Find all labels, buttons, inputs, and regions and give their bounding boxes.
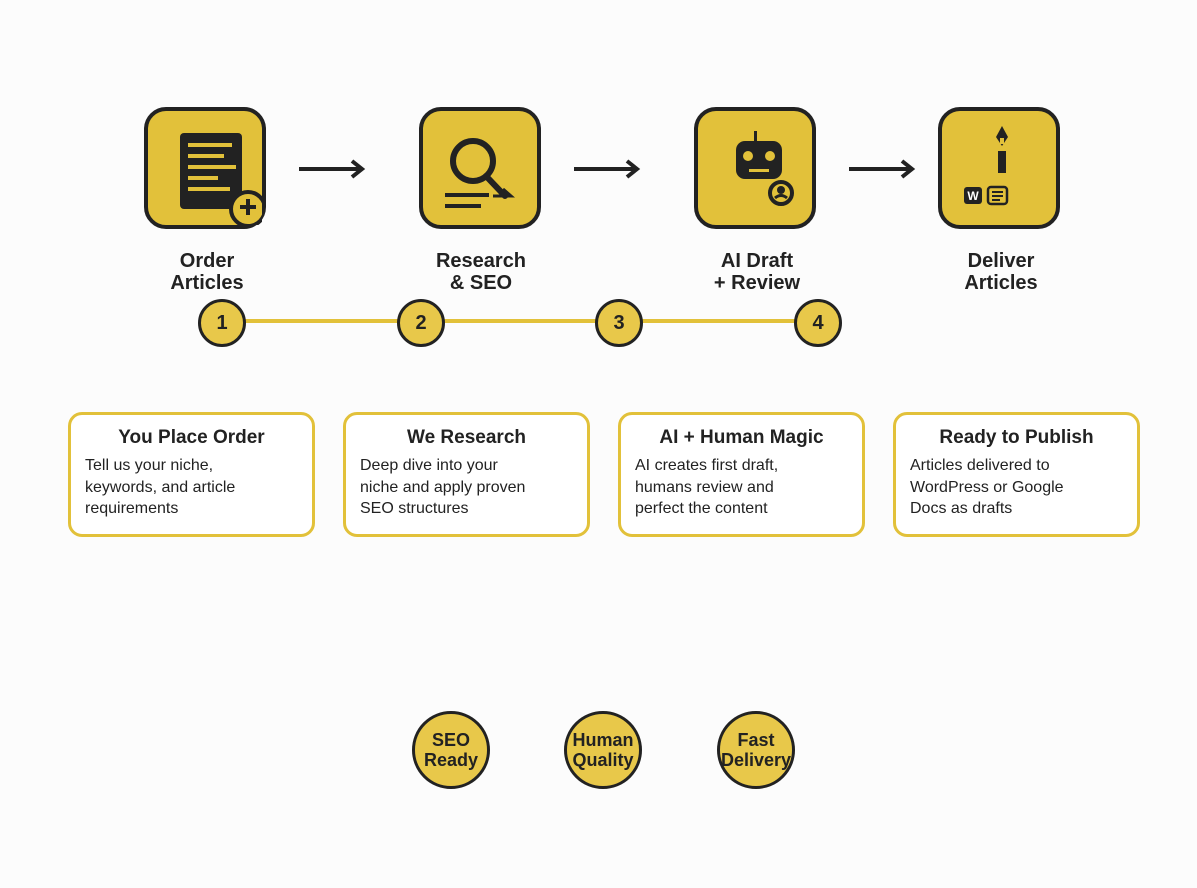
- card-description: AI creates first draft, humans review an…: [635, 455, 848, 520]
- card-title: You Place Order: [118, 427, 265, 448]
- step-number-4: 4: [794, 299, 842, 347]
- card-description: Tell us your niche, keywords, and articl…: [85, 455, 298, 520]
- card-line: Deep dive into your: [360, 457, 498, 474]
- badge-line: SEO: [431, 730, 470, 750]
- step-title-line: & SEO: [449, 272, 513, 294]
- step-title-line: Deliver: [967, 250, 1035, 272]
- badge-human-quality: Human Quality: [564, 711, 642, 789]
- arrow-right-icon: [574, 159, 641, 179]
- card-line: SEO structures: [360, 500, 469, 517]
- card-we-research: We Research Deep dive into your niche an…: [343, 412, 590, 537]
- pen-nib-icon: W: [964, 126, 1009, 206]
- robot-icon: [736, 131, 794, 206]
- order-articles-icon-box: [144, 107, 266, 229]
- step-title-deliver: Deliver Articles: [901, 250, 1101, 294]
- step-title-line: Research: [435, 250, 527, 272]
- deliver-articles-icon-box: W: [938, 107, 1060, 229]
- step-number-3: 3: [595, 299, 643, 347]
- step-number-2: 2: [397, 299, 445, 347]
- card-line: perfect the content: [635, 500, 768, 517]
- badge-line: Human: [572, 730, 634, 750]
- card-line: Docs as drafts: [910, 500, 1013, 517]
- card-line: AI creates first draft,: [635, 457, 779, 474]
- step-title-line: + Review: [713, 272, 801, 294]
- card-title: Ready to Publish: [939, 427, 1094, 448]
- ai-draft-review-icon-box: [694, 107, 816, 229]
- document-add-icon: [180, 133, 262, 225]
- step-title-ai-draft: AI Draft + Review: [657, 250, 857, 294]
- card-line: WordPress or Google: [910, 478, 1064, 496]
- card-line: Tell us your niche,: [85, 457, 214, 474]
- step-title-line: Order: [179, 250, 235, 272]
- badge-line: Quality: [572, 750, 634, 770]
- badge-seo-ready: SEO Ready: [412, 711, 490, 789]
- card-ai-human-magic: AI + Human Magic AI creates first draft,…: [618, 412, 865, 537]
- card-line: requirements: [85, 500, 179, 517]
- card-place-order: You Place Order Tell us your niche, keyw…: [68, 412, 315, 537]
- step-title-research: Research & SEO: [381, 250, 581, 294]
- research-seo-icon-box: [419, 107, 541, 229]
- card-description: Articles delivered to WordPress or Googl…: [910, 455, 1123, 520]
- card-description: Deep dive into your niche and apply prov…: [360, 455, 573, 520]
- badge-line: Ready: [423, 750, 479, 770]
- badge-fast-delivery: Fast Delivery: [717, 711, 795, 789]
- card-line: Articles delivered to: [910, 457, 1050, 474]
- card-title: We Research: [407, 427, 526, 448]
- step-title-order: Order Articles: [107, 250, 307, 294]
- wordpress-letter: W: [967, 189, 979, 203]
- timeline-line: [222, 319, 818, 323]
- step-number-1: 1: [198, 299, 246, 347]
- card-title: AI + Human Magic: [659, 427, 824, 448]
- card-line: keywords, and article: [85, 478, 236, 496]
- magnifier-icon: [445, 138, 515, 208]
- badge-line: Fast: [737, 730, 775, 750]
- step-title-line: AI Draft: [720, 250, 794, 272]
- step-title-line: Articles: [964, 272, 1038, 294]
- arrow-right-icon: [299, 159, 366, 179]
- card-line: niche and apply proven: [360, 478, 526, 496]
- step-title-line: Articles: [170, 272, 244, 294]
- card-line: humans review and: [635, 478, 774, 496]
- badge-line: Delivery: [720, 750, 792, 770]
- arrow-right-icon: [849, 159, 916, 179]
- card-ready-to-publish: Ready to Publish Articles delivered to W…: [893, 412, 1140, 537]
